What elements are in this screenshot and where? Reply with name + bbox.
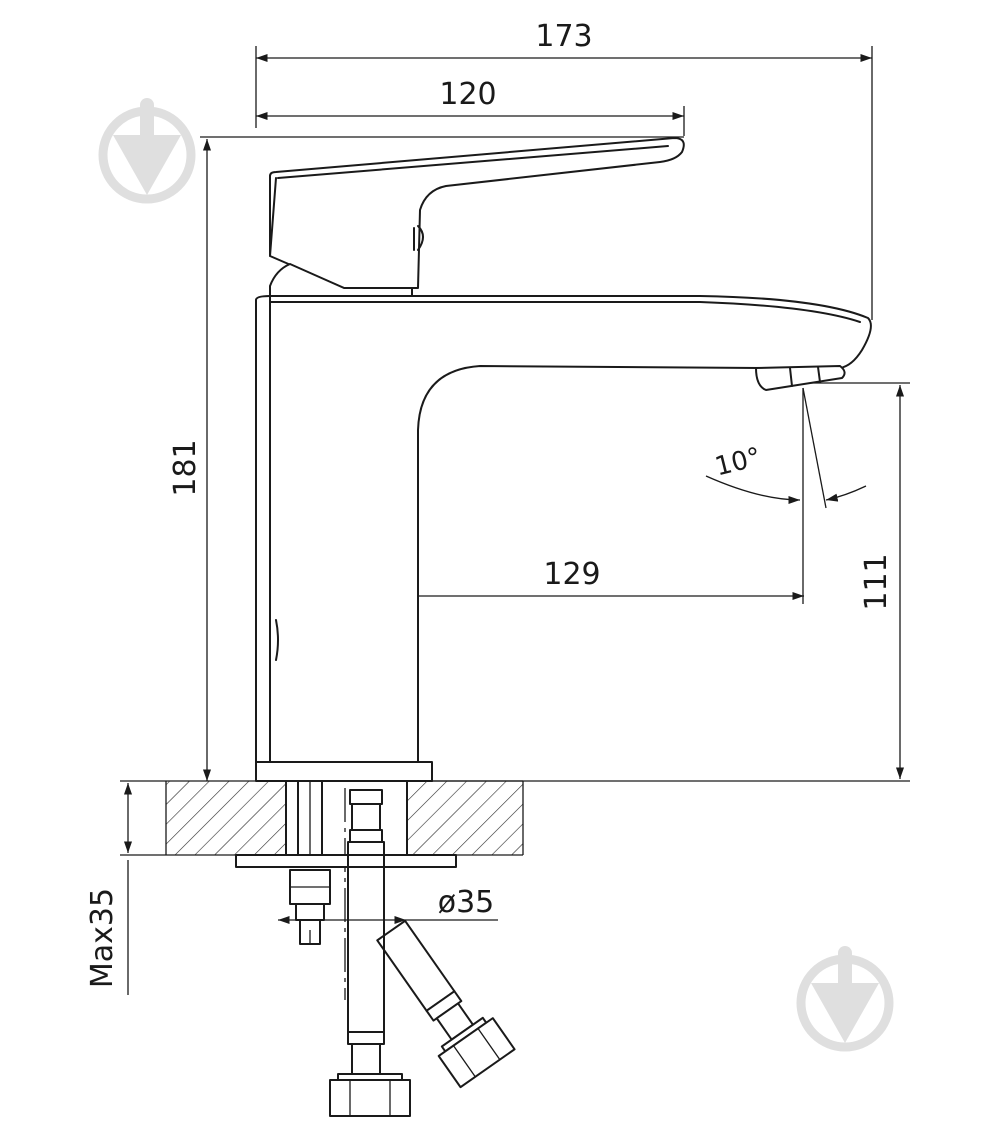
- dimension-lever-width: 120: [256, 77, 685, 136]
- mounting-hardware: [235, 780, 457, 945]
- supply-hose-right: [376, 919, 516, 1089]
- dimension-label-10-degrees: 10°: [712, 442, 764, 482]
- watermark-bottom-right: [796, 946, 894, 1052]
- dimension-label-max35: Max35: [85, 888, 120, 988]
- dimension-spout-reach: 129: [344, 388, 804, 1000]
- dimension-max-thickness: Max35: [85, 783, 133, 995]
- faucet-lever-handle: [269, 137, 685, 297]
- dimension-label-129: 129: [543, 557, 600, 592]
- dimension-total-height: 181: [168, 136, 684, 781]
- dimension-spout-height: 111: [430, 382, 910, 782]
- countertop-section: [120, 780, 524, 856]
- dimension-label-173: 173: [535, 19, 592, 54]
- dimension-label-181: 181: [168, 439, 203, 496]
- dimension-label-111: 111: [859, 553, 894, 610]
- supply-hose-left: [329, 789, 411, 1117]
- faucet-body: [255, 295, 872, 782]
- dimension-overall-width: 173: [255, 19, 873, 320]
- dimension-spout-angle: 10°: [705, 387, 867, 509]
- dimension-label-120: 120: [439, 77, 496, 112]
- dimension-label-diameter-35: ø35: [438, 885, 495, 920]
- watermark-top-left: [98, 98, 196, 204]
